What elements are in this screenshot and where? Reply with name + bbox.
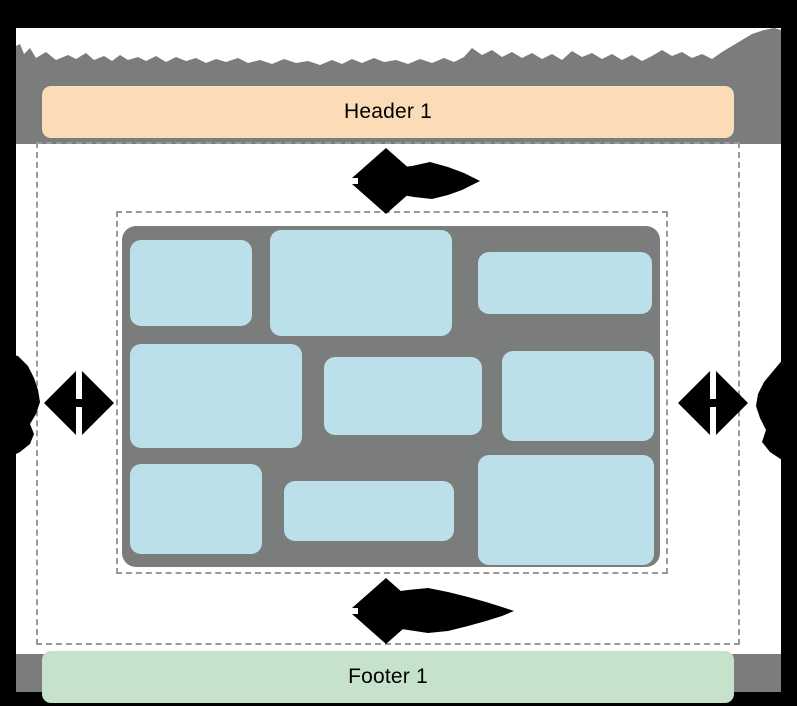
brick-1-1[interactable]: [130, 240, 252, 326]
brick-3-1[interactable]: [130, 464, 262, 554]
brick-3-3[interactable]: [478, 455, 654, 565]
footer-label: Footer 1: [348, 665, 428, 688]
brick-2-3[interactable]: [502, 351, 654, 441]
footer-bar[interactable]: Footer 1: [42, 651, 734, 703]
header-label: Header 1: [344, 100, 432, 123]
brick-2-2[interactable]: [324, 357, 482, 435]
brick-3-2[interactable]: [284, 481, 454, 541]
brick-1-3[interactable]: [478, 252, 652, 314]
header-bar[interactable]: Header 1: [42, 86, 734, 138]
brick-wall: [122, 226, 660, 567]
brick-1-2[interactable]: [270, 230, 452, 336]
brick-2-1[interactable]: [130, 344, 302, 448]
